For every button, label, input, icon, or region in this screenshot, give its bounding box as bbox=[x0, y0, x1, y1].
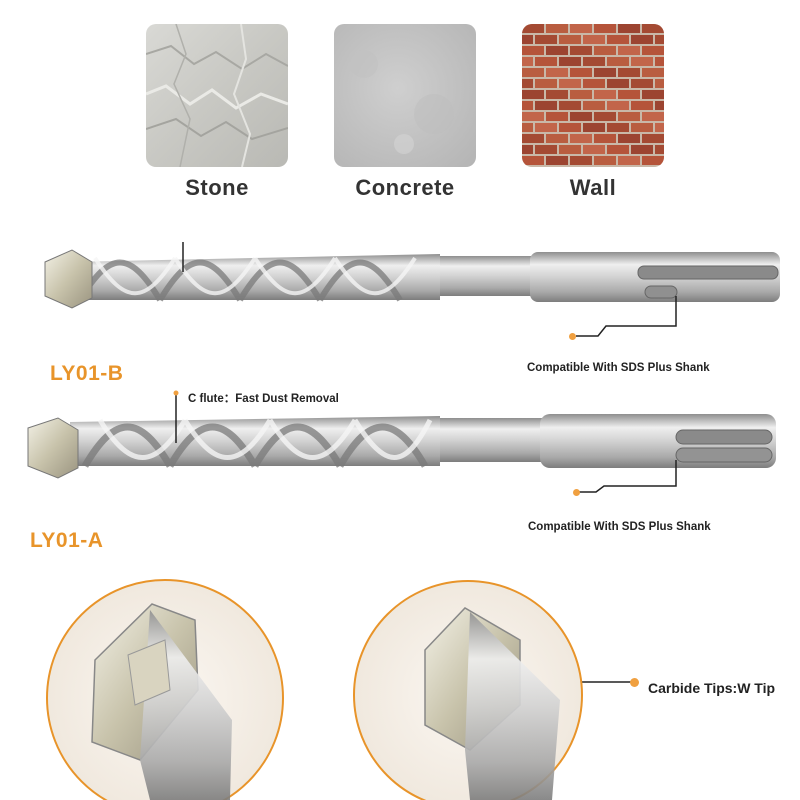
model-label-ly01-a: LY01-A bbox=[30, 529, 104, 552]
brick-wall-image bbox=[522, 24, 664, 167]
zoom-circle-right bbox=[353, 580, 583, 800]
model-label-ly01-b: LY01-B bbox=[50, 362, 124, 385]
stone-image bbox=[146, 24, 288, 167]
shank-callout-bottom: Compatible With SDS Plus Shank bbox=[528, 521, 711, 533]
carbide-callout: Carbide Tips:W Tip bbox=[648, 680, 776, 696]
concrete-label: Concrete bbox=[355, 175, 455, 200]
drill-bit-top bbox=[44, 249, 780, 309]
shank-callout-dot-bottom bbox=[573, 489, 580, 496]
concrete-image bbox=[334, 24, 476, 167]
drill-bit-bottom bbox=[27, 414, 776, 479]
flute-callout: C flute：Fast Dust Removal bbox=[188, 393, 339, 405]
carbide-callout-dot bbox=[630, 678, 639, 687]
zoom-circle-left bbox=[46, 579, 284, 800]
wall-label: Wall bbox=[569, 175, 617, 200]
stone-label: Stone bbox=[185, 175, 249, 200]
shank-callout-dot-top bbox=[569, 333, 576, 340]
shank-callout-top: Compatible With SDS Plus Shank bbox=[527, 362, 710, 374]
